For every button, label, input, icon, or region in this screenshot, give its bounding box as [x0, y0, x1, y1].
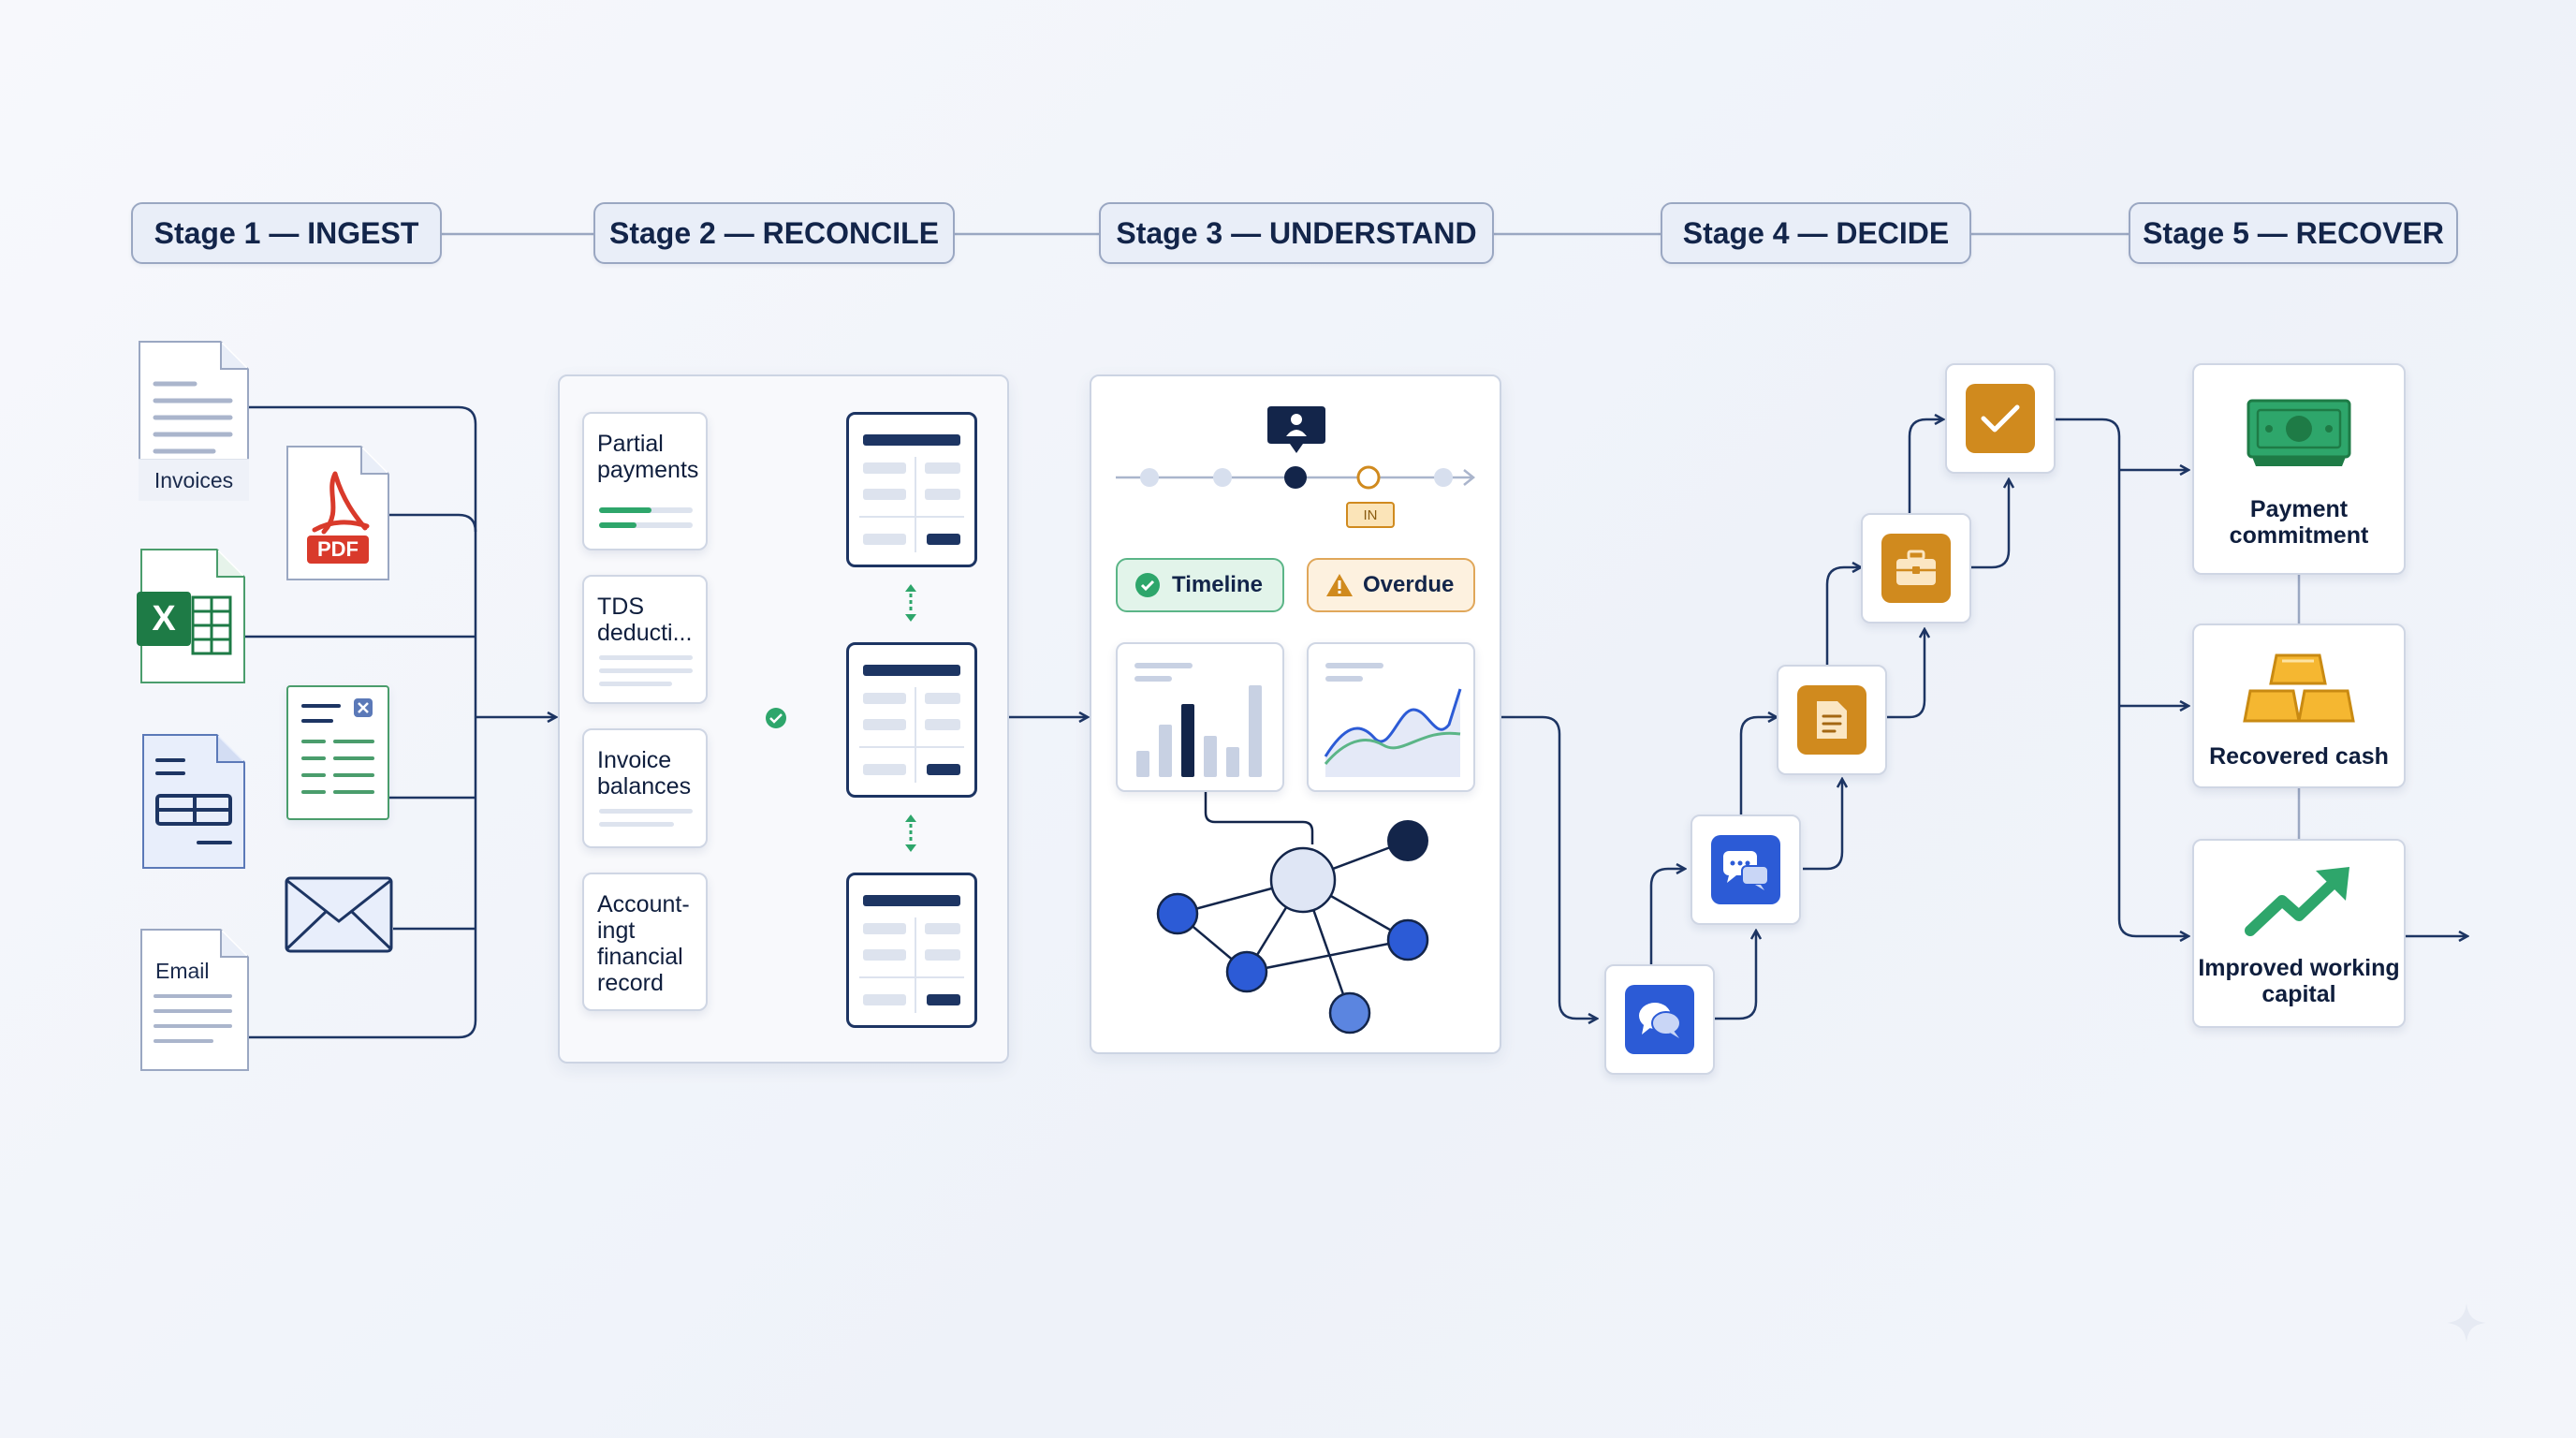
recovered-cash-card: Recovered cash: [2192, 624, 2406, 788]
spreadsheet-grid-icon: [191, 550, 243, 655]
decide-step-2: [1690, 814, 1801, 925]
chat-icon: [1639, 1003, 1681, 1038]
stage-label: Stage 2 — RECONCILE: [608, 215, 940, 250]
sync-arrows-icon: [905, 814, 916, 852]
money-icon: [2247, 399, 2351, 466]
invoices-label: Invoices: [139, 459, 249, 501]
payment-commitment-card: Payment commitment: [2192, 363, 2406, 575]
partial-payments-card: Partial payments: [582, 412, 708, 550]
bar-chart-card: [1116, 642, 1284, 792]
pdf-label: PDF: [307, 536, 369, 564]
area-chart-card: [1307, 642, 1475, 792]
briefcase-icon: [1896, 550, 1936, 585]
bar-chart-graphic: [1134, 663, 1262, 777]
email-label: Email: [155, 959, 210, 983]
stage-1-pill: Stage 1 — INGEST: [131, 202, 442, 264]
decide-step-1: [1604, 964, 1715, 1075]
tds-deduction-card: TDS deducti...: [582, 575, 708, 704]
stage-3-pill: Stage 3 — UNDERSTAND: [1099, 202, 1494, 264]
card-label: Account- ingt financial record: [597, 891, 690, 996]
tag-label: Timeline: [1172, 572, 1263, 597]
document-icon: [1817, 701, 1847, 739]
stage-2-pill: Stage 2 — RECONCILE: [593, 202, 955, 264]
excel-icon: X: [137, 592, 191, 646]
area-chart-graphic: [1324, 663, 1462, 777]
ledger-table-3: [846, 873, 977, 1028]
credit-card-icon: [155, 736, 243, 844]
user-marker-icon: [1267, 406, 1325, 453]
check-circle-icon: [1135, 573, 1160, 597]
email-doc-icon: [154, 931, 247, 1043]
decide-step-5: [1945, 363, 2056, 474]
stage-4-pill: Stage 4 — DECIDE: [1661, 202, 1971, 264]
ledger-table-2: [846, 642, 977, 798]
ledger-table-1: [846, 412, 977, 567]
sparkle-icon: [2447, 1303, 2486, 1343]
stage-label: Stage 4 — DECIDE: [1682, 215, 1950, 250]
envelope-icon: [285, 876, 393, 953]
invoice-balances-card: Invoice balances: [582, 728, 708, 848]
invoices-doc-icon: [153, 343, 247, 454]
overdue-tag: Overdue: [1307, 558, 1475, 612]
stage-label: Stage 1 — INGEST: [154, 215, 419, 250]
stage-label: Stage 3 — UNDERSTAND: [1116, 215, 1477, 250]
accounting-record-card: Account- ingt financial record: [582, 873, 708, 1011]
card-label: TDS deducti...: [597, 594, 693, 646]
decide-step-4: [1861, 513, 1971, 624]
merge-check-icon: [766, 708, 786, 728]
tag-label: Overdue: [1363, 572, 1455, 597]
checkmark-icon: [1981, 404, 2020, 433]
stage-label: Stage 5 — RECOVER: [2143, 215, 2444, 250]
warning-icon: [1326, 574, 1353, 596]
card-label: Invoice balances: [597, 747, 692, 800]
gold-bars-icon: [2243, 653, 2355, 723]
relationship-network-graph: [1156, 792, 1429, 1034]
stage-5-pill: Stage 5 — RECOVER: [2129, 202, 2458, 264]
decide-step-3: [1777, 665, 1887, 775]
working-capital-card: Improved working capital: [2192, 839, 2406, 1028]
timeline-marker-badge: IN: [1346, 502, 1395, 528]
pdf-acrobat-icon: [312, 448, 388, 535]
growth-arrow-icon: [2245, 867, 2349, 936]
message-icon: [1723, 851, 1769, 890]
outcome-label: Payment commitment: [2229, 496, 2369, 549]
timeline-tag: Timeline: [1116, 558, 1284, 612]
report-lines-icon: [301, 698, 374, 794]
outcome-label: Improved working capital: [2198, 955, 2400, 1007]
card-label: Partial payments: [597, 431, 699, 483]
sync-arrows-icon: [905, 584, 916, 622]
outcome-label: Recovered cash: [2209, 743, 2389, 770]
timeline-track: [1116, 465, 1476, 490]
